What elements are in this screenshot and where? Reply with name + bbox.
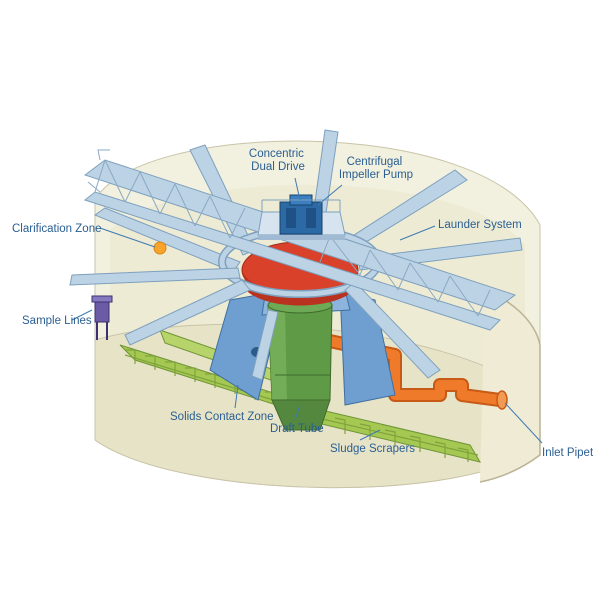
clarification-zone-marker [153,241,167,255]
launder-arms-front [69,267,441,381]
label-clarification-zone: Clarification Zone [12,223,101,235]
sample-lines-equipment [91,295,113,340]
label-sample-lines: Sample Lines [22,315,92,327]
leader-lines [71,177,543,444]
drive-unit [257,194,346,240]
label-sludge-scrapers: Sludge Scrapers [330,443,415,455]
label-concentric-dual-drive: Concentric Dual Drive [249,148,307,173]
label-inlet-pipe: Inlet Pipet [542,447,594,459]
label-solids-contact-zone: Solids Contact Zone [170,411,274,423]
label-centrifugal-impeller-pump: Centrifugal Impeller Pump [339,156,413,181]
draft-tube-shape [267,296,333,431]
inlet-pipe-shape [323,333,508,410]
label-draft-tube: Draft Tube [270,423,324,435]
label-launder-system: Launder System [438,219,522,231]
